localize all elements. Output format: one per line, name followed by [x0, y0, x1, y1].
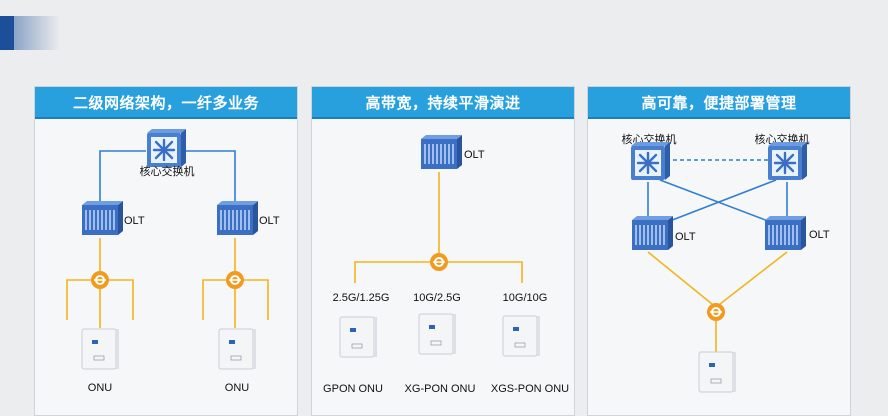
- onu-icon: [339, 316, 378, 358]
- olt-icon: [631, 215, 674, 251]
- onu-icon: [502, 315, 541, 357]
- onu-label: ONU: [88, 382, 113, 394]
- rate-label-gpon: 2.5G/1.25G: [333, 292, 390, 304]
- xgpon-onu-label: XG-PON ONU: [405, 383, 476, 395]
- olt-icon: [81, 200, 124, 236]
- onu-icon: [418, 313, 457, 355]
- header-rule: [588, 117, 850, 119]
- core-switch-label: 核心交换机: [140, 164, 195, 178]
- corner-logo: [0, 16, 60, 50]
- rate-label-xgpon: 10G/2.5G: [413, 292, 461, 304]
- gpon-onu-label: GPON ONU: [323, 383, 383, 395]
- olt-label: OLT: [124, 215, 145, 227]
- olt-icon: [216, 200, 259, 236]
- olt-label: OLT: [259, 215, 280, 227]
- onu-icon: [218, 328, 257, 370]
- panel1-links: [99, 150, 236, 205]
- panel3-links: [647, 159, 788, 225]
- splitter-icon: [90, 270, 110, 290]
- core-switch-icon: [629, 140, 672, 182]
- network-diagram: 核心交换机 OLT OLT ONU ONU OLT 2.5G/1.25G 10G…: [66, 127, 830, 395]
- splitter-icon: [429, 252, 449, 272]
- panel-title: 二级网络架构，一纤多业务: [35, 87, 297, 117]
- panel-title: 高带宽，持续平滑演进: [312, 87, 574, 117]
- panel-title: 高可靠，便捷部署管理: [588, 87, 850, 117]
- onu-label: ONU: [225, 382, 250, 394]
- olt-label: OLT: [809, 229, 830, 241]
- core-switch-icon: [766, 140, 809, 182]
- header-rule: [35, 117, 297, 119]
- panel-high-bandwidth: 高带宽，持续平滑演进: [311, 86, 575, 416]
- rate-label-xgspon: 10G/10G: [503, 292, 548, 304]
- olt-label: OLT: [675, 231, 696, 243]
- olt-label: OLT: [464, 149, 485, 161]
- splitter-icon: [706, 302, 726, 322]
- core-switch-icon: [145, 127, 188, 169]
- panel-two-level: 二级网络架构，一纤多业务: [34, 86, 298, 416]
- header-rule: [312, 117, 574, 119]
- onu-icon: [698, 351, 737, 393]
- splitter-icon: [225, 270, 245, 290]
- olt-icon: [764, 215, 807, 251]
- onu-icon: [81, 328, 120, 370]
- panel3-fiber: [647, 251, 788, 352]
- olt-icon: [420, 134, 463, 170]
- xgspon-onu-label: XGS-PON ONU: [491, 383, 569, 395]
